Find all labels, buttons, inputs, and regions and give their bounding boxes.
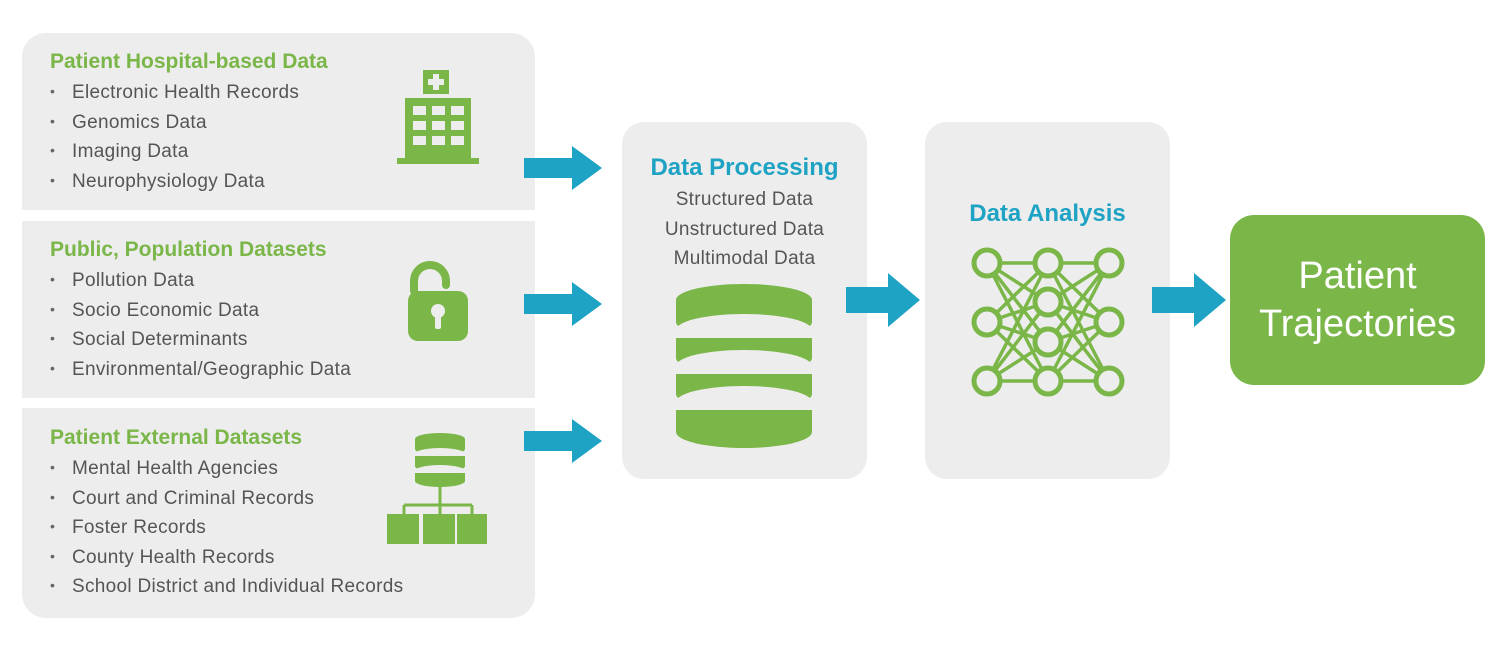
source-list: Pollution Data Socio Economic Data Socia…: [50, 265, 351, 383]
arrow-hospital-to-processing: [524, 146, 602, 190]
hospital-icon: [397, 70, 479, 164]
list-item: Social Determinants: [50, 324, 351, 354]
list-item: Foster Records: [50, 512, 403, 542]
list-item: Socio Economic Data: [50, 295, 351, 325]
analysis-title: Data Analysis: [969, 200, 1126, 227]
list-item: Neurophysiology Data: [50, 166, 299, 196]
source-list: Electronic Health Records Genomics Data …: [50, 77, 299, 195]
source-card-hospital: Patient Hospital-based Data Electronic H…: [22, 33, 535, 210]
list-item: Court and Criminal Records: [50, 483, 403, 513]
processing-card: Data Processing Structured Data Unstruct…: [622, 122, 867, 479]
source-card-external: Patient External Datasets Mental Health …: [22, 408, 535, 618]
list-item: Pollution Data: [50, 265, 351, 295]
source-card-public: Public, Population Datasets Pollution Da…: [22, 221, 535, 398]
list-item: Imaging Data: [50, 136, 299, 166]
list-item: Unstructured Data: [664, 218, 825, 240]
list-item: Genomics Data: [50, 107, 299, 137]
database-icon: [676, 284, 812, 448]
processing-list: Structured Data Unstructured Data Multim…: [622, 185, 867, 274]
arrow-analysis-to-result: [1152, 273, 1226, 327]
arrow-public-to-processing: [524, 282, 602, 326]
source-list: Mental Health Agencies Court and Crimina…: [50, 453, 403, 601]
result-box: Patient Trajectories: [1230, 215, 1485, 385]
result-label: Patient Trajectories: [1258, 255, 1457, 345]
source-title: Patient Hospital-based Data: [50, 50, 328, 73]
source-title: Public, Population Datasets: [50, 238, 327, 261]
list-item: Environmental/Geographic Data: [50, 354, 351, 384]
list-item: Multimodal Data: [673, 248, 816, 269]
analysis-card: Data Analysis: [925, 122, 1170, 479]
arrow-processing-to-analysis: [846, 273, 920, 327]
unlocked-padlock-icon: [408, 261, 468, 341]
list-item: Structured Data: [675, 189, 814, 210]
list-item: School District and Individual Records: [50, 571, 403, 601]
neural-network-icon: [971, 247, 1125, 397]
list-item: County Health Records: [50, 542, 403, 572]
list-item: Mental Health Agencies: [50, 453, 403, 483]
list-item: Electronic Health Records: [50, 77, 299, 107]
processing-title: Data Processing: [650, 154, 839, 181]
database-network-icon: [387, 433, 487, 544]
source-title: Patient External Datasets: [50, 426, 303, 449]
arrow-external-to-processing: [524, 419, 602, 463]
